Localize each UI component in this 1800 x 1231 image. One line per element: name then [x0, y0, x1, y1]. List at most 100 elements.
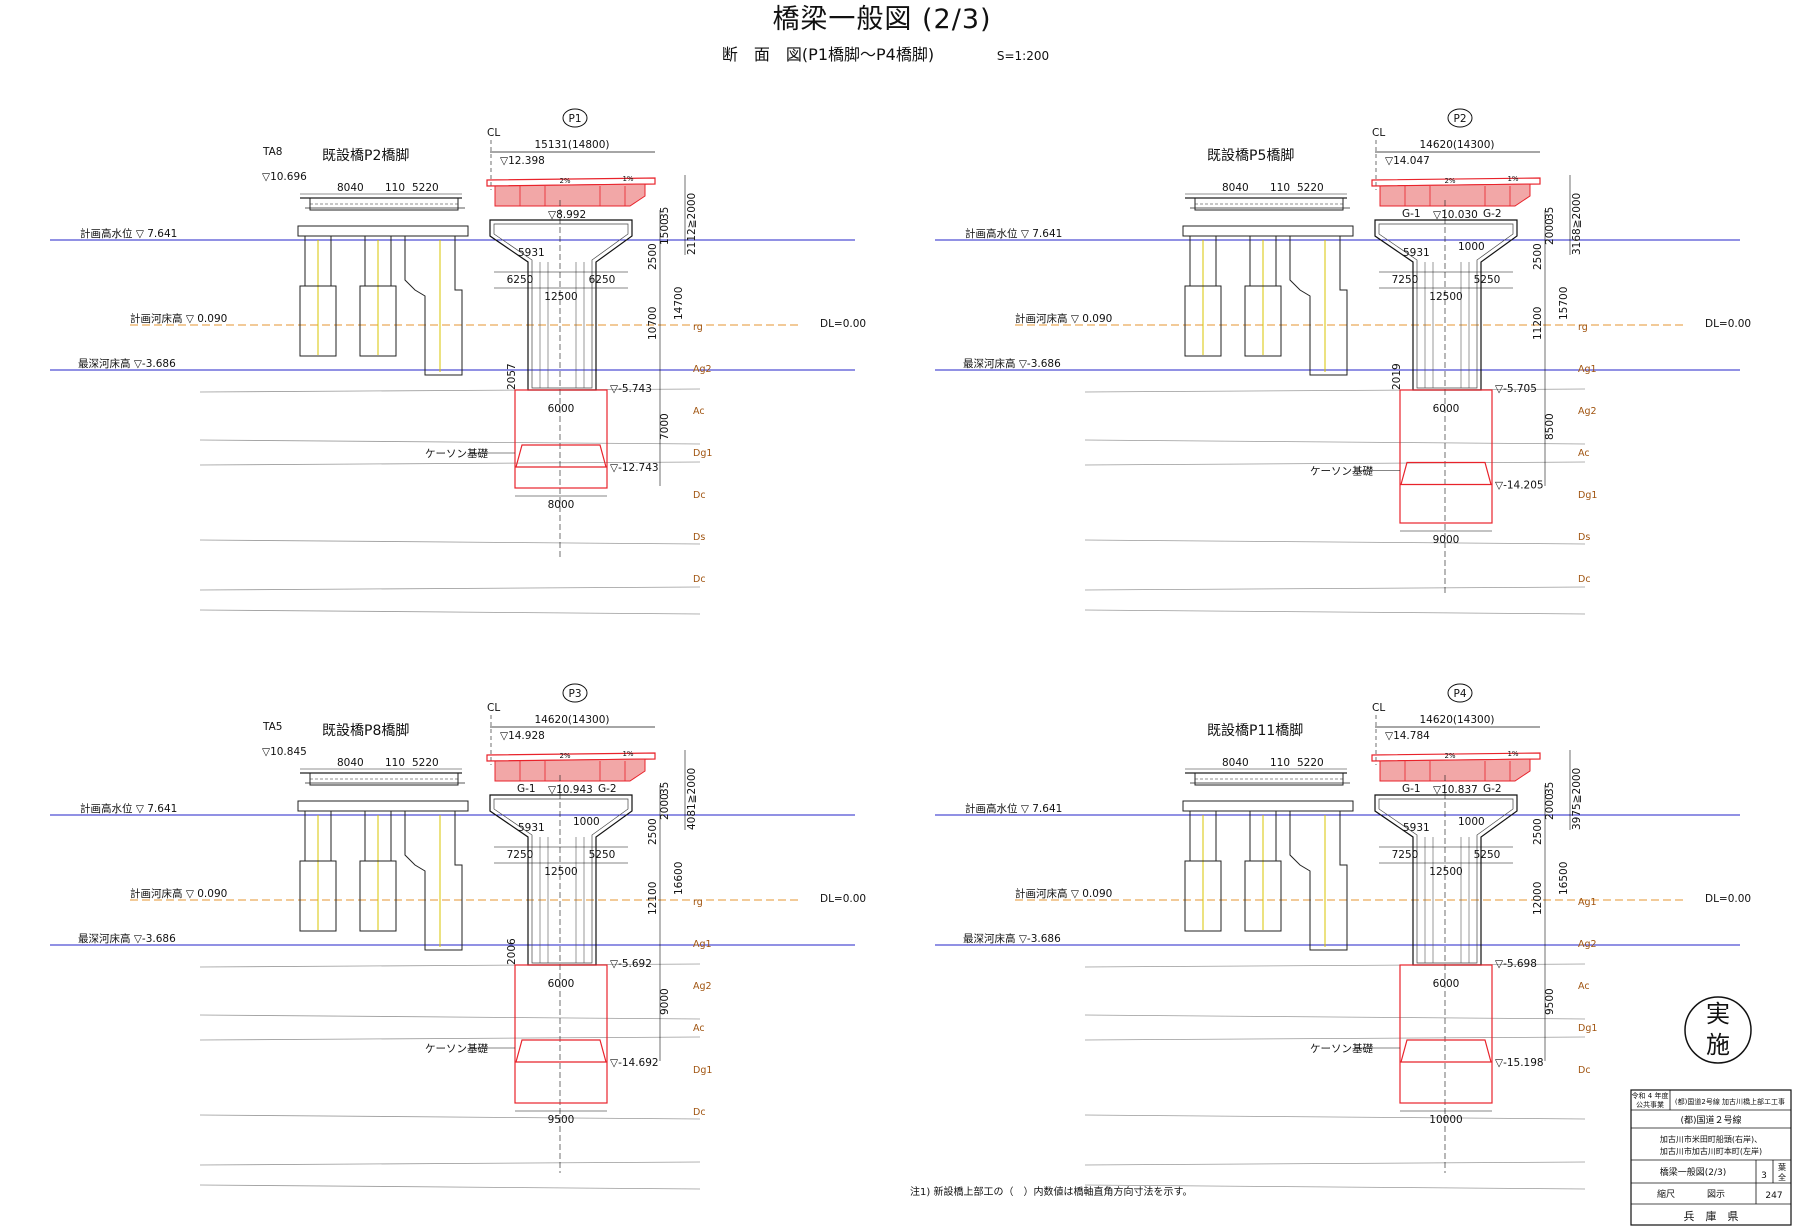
- existing-pier-label: 既設橋P5橋脚: [1207, 148, 1294, 164]
- under-deck-level: ▽8.992: [548, 209, 586, 221]
- dim-right: 5250: [1474, 849, 1501, 861]
- soil-label: Ag2: [1578, 939, 1597, 950]
- soil-boundary: [199, 609, 701, 615]
- v-dim-pier: 16600: [673, 862, 685, 895]
- centerline-label: CL: [487, 127, 500, 139]
- old-dim-1: 8040: [337, 757, 364, 769]
- soil-label: Ag2: [693, 981, 712, 992]
- footing-top-level: ▽-5.743: [610, 383, 652, 395]
- old-column-base: [1244, 860, 1282, 932]
- old-dim-3: 5220: [1297, 182, 1324, 194]
- soil-boundary: [199, 1036, 701, 1041]
- deck-girder: [494, 183, 646, 207]
- v-dim-clearance: 4081≧2000: [686, 768, 698, 830]
- tb-sheet-no: 3: [1761, 1171, 1767, 1181]
- old-wall: [404, 235, 463, 376]
- dim-left: 7250: [507, 849, 534, 861]
- dl-label: DL=0.00: [820, 893, 866, 905]
- old-wall: [404, 810, 463, 951]
- dl-label: DL=0.00: [820, 318, 866, 330]
- soil-label: Dg1: [693, 1065, 712, 1076]
- dim-1000: 1000: [1458, 816, 1485, 828]
- deck-level: ▽14.928: [500, 730, 545, 742]
- slope-left: 2%: [1444, 177, 1455, 185]
- caisson-body: [1399, 389, 1493, 524]
- old-column-base: [299, 285, 337, 357]
- soil-label: Ag1: [1578, 897, 1597, 908]
- existing-pier-label: 既設橋P8橋脚: [322, 723, 409, 739]
- dim-1000: 1000: [1458, 241, 1485, 253]
- soil-boundary: [1084, 1161, 1586, 1166]
- dl-label: DL=0.00: [1705, 893, 1751, 905]
- v-dim-cap: 2500: [1532, 243, 1544, 270]
- old-column-base: [299, 860, 337, 932]
- v-dim-pier: 14700: [673, 287, 685, 320]
- bottom-level: ▽-15.198: [1495, 1057, 1544, 1069]
- footing-top-level: ▽-5.698: [1495, 958, 1537, 970]
- deepest-bed-label: 最深河床高 ▽-3.686: [963, 357, 1061, 370]
- old-dim-3: 5220: [1297, 757, 1324, 769]
- old-wall: [1289, 810, 1348, 951]
- soil-label: Ag1: [1578, 364, 1597, 375]
- dim-total: 12500: [544, 866, 577, 878]
- ta-level: ▽10.845: [262, 746, 307, 758]
- v-dim-pier: 16500: [1558, 862, 1570, 895]
- soil-label: Ag2: [693, 364, 712, 375]
- v-dim-base: 8500: [1544, 413, 1556, 440]
- v-dim-base: 7000: [659, 413, 671, 440]
- under-deck-level: ▽10.030: [1433, 209, 1478, 221]
- soil-boundary: [199, 539, 701, 545]
- old-column-base: [359, 860, 397, 932]
- v-dim-top: 35: [1544, 207, 1556, 220]
- bottom-level: ▽-14.205: [1495, 480, 1544, 492]
- soil-boundary: [199, 1014, 701, 1020]
- bed-label: 計画河床高 ▽ 0.090: [130, 312, 227, 325]
- soil-boundary: [1084, 1036, 1586, 1041]
- dim-left: 6250: [507, 274, 534, 286]
- soil-boundary: [199, 1114, 701, 1120]
- tb-category: 公共事業: [1636, 1100, 1664, 1109]
- tb-route: (都)国道２号線: [1680, 1114, 1741, 1126]
- column-width: 6000: [548, 978, 575, 990]
- width-dim: 14620(14300): [1420, 139, 1495, 151]
- v-dim-top: 35: [1544, 782, 1556, 795]
- pier-id-bubble: [562, 683, 588, 703]
- dim-total: 12500: [544, 291, 577, 303]
- soil-boundary: [1084, 439, 1586, 445]
- soil-boundary: [199, 963, 701, 968]
- centerline-label: CL: [487, 702, 500, 714]
- bed-label: 計画河床高 ▽ 0.090: [130, 887, 227, 900]
- slope-right: 1%: [1507, 175, 1518, 183]
- caisson-body: [514, 964, 608, 1104]
- v-dim-pier-2: 12100: [647, 882, 659, 915]
- hwl-label: 計画高水位 ▽ 7.641: [965, 227, 1062, 240]
- soil-boundary: [1084, 539, 1586, 545]
- soil-label: Ag2: [1578, 406, 1597, 417]
- drawing-subtitle: 断 面 図(P1橋脚～P4橋脚): [722, 45, 934, 64]
- caisson-body: [1399, 964, 1493, 1104]
- dim-5931: 5931: [1403, 822, 1430, 834]
- tb-total: 247: [1765, 1191, 1782, 1201]
- pier-body-inner: [1378, 798, 1514, 964]
- dim-right: 6250: [589, 274, 616, 286]
- v-dim-pier-2: 11200: [1532, 307, 1544, 340]
- bed-label: 計画河床高 ▽ 0.090: [1015, 312, 1112, 325]
- soil-boundary: [199, 461, 701, 466]
- bottom-width: 8000: [548, 499, 575, 511]
- old-column-base: [359, 285, 397, 357]
- slope-left: 2%: [559, 752, 570, 760]
- stamp-char-1: 実: [1706, 1000, 1730, 1028]
- hwl-label: 計画高水位 ▽ 7.641: [965, 802, 1062, 815]
- old-column-base: [1184, 860, 1222, 932]
- old-dim-1: 8040: [1222, 182, 1249, 194]
- v-dim-pier-2: 12000: [1532, 882, 1544, 915]
- title-block: 令和 4 年度 公共事業 (都)国道2号線 加古川橋上部エ工事 (都)国道２号線…: [1630, 1089, 1792, 1226]
- soil-label: Ag1: [693, 939, 712, 950]
- soil-boundary: [1084, 1114, 1586, 1120]
- old-dim-3: 5220: [412, 757, 439, 769]
- footnote: 注1) 新設橋上部工の（ ）内数値は橋軸直角方向寸法を示す。: [910, 1185, 1192, 1198]
- v-dim-cap: 2500: [647, 243, 659, 270]
